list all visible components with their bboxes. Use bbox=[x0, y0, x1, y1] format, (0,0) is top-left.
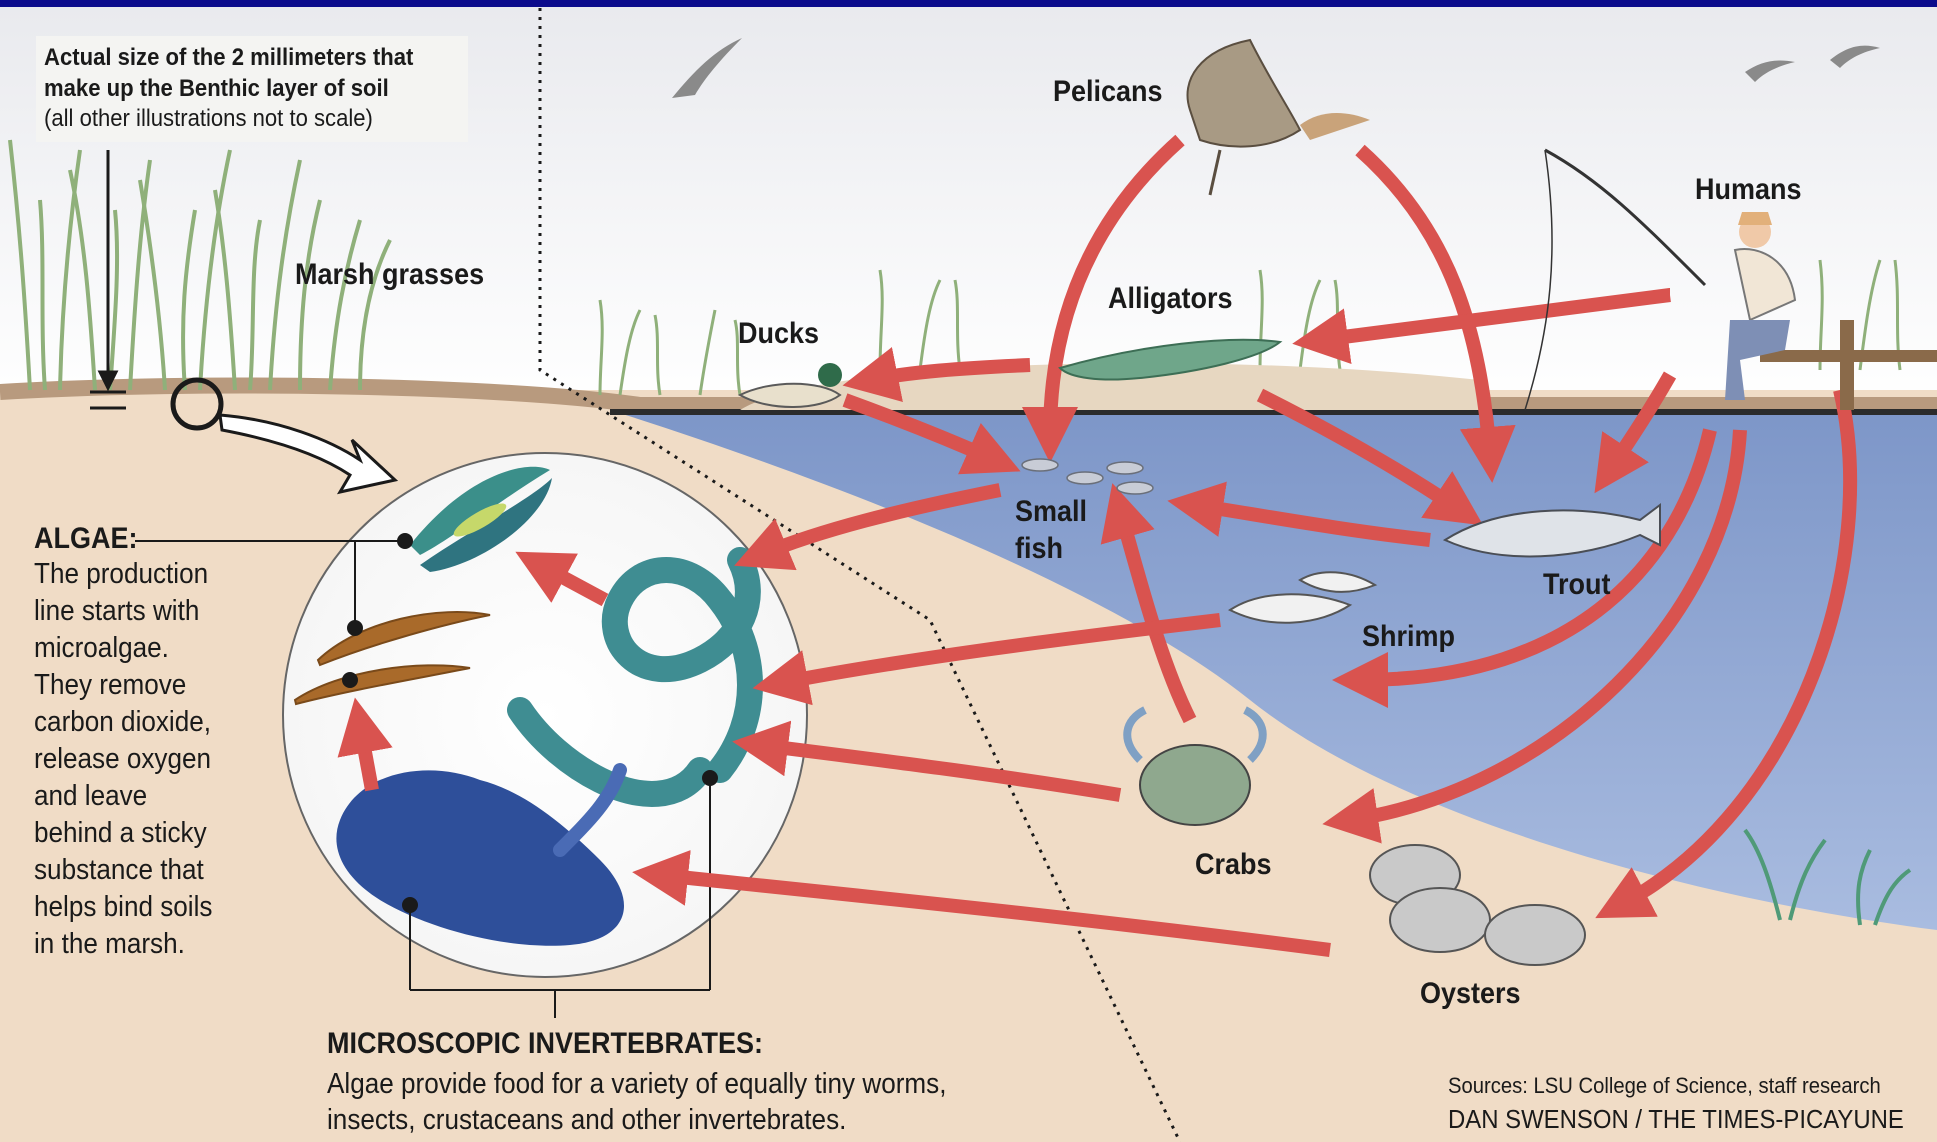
algae-line: behind a sticky bbox=[34, 815, 207, 852]
scale-note-title-line1: Actual size of the 2 millimeters that bbox=[44, 42, 427, 73]
invertebrates-line2: insects, crustaceans and other invertebr… bbox=[327, 1102, 846, 1139]
sources-note: Sources: LSU College of Science, staff r… bbox=[1448, 1073, 1881, 1099]
top-bar bbox=[0, 0, 1937, 7]
algae-line: They remove bbox=[34, 667, 186, 704]
invertebrates-heading: MICROSCOPIC INVERTEBRATES: bbox=[327, 1027, 763, 1061]
label-marsh-grasses: Marsh grasses bbox=[295, 258, 484, 292]
algae-line: and leave bbox=[34, 778, 147, 815]
algae-line: in the marsh. bbox=[34, 926, 185, 963]
label-trout: Trout bbox=[1543, 568, 1611, 602]
algae-line: The production bbox=[34, 556, 208, 593]
scale-note-box: Actual size of the 2 millimeters that ma… bbox=[36, 36, 468, 142]
credit-line: DAN SWENSON / THE TIMES-PICAYUNE bbox=[1448, 1104, 1904, 1135]
label-shrimp: Shrimp bbox=[1362, 620, 1455, 654]
label-alligators: Alligators bbox=[1108, 282, 1233, 316]
label-small-fish-2: fish bbox=[1015, 532, 1063, 566]
algae-line: release oxygen bbox=[34, 741, 211, 778]
label-pelicans: Pelicans bbox=[1053, 75, 1163, 109]
algae-heading: ALGAE: bbox=[34, 522, 138, 556]
label-crabs: Crabs bbox=[1195, 848, 1272, 882]
algae-line: helps bind soils bbox=[34, 889, 212, 926]
label-ducks: Ducks bbox=[738, 317, 819, 351]
algae-line: line starts with bbox=[34, 593, 199, 630]
label-small-fish-1: Small bbox=[1015, 495, 1087, 529]
algae-line: microalgae. bbox=[34, 630, 169, 667]
label-humans: Humans bbox=[1695, 173, 1802, 207]
scale-note-title-line2: make up the Benthic layer of soil bbox=[44, 73, 427, 104]
scale-note-subtitle: (all other illustrations not to scale) bbox=[44, 104, 427, 134]
algae-line: substance that bbox=[34, 852, 204, 889]
label-oysters: Oysters bbox=[1420, 977, 1521, 1011]
invertebrates-line1: Algae provide food for a variety of equa… bbox=[327, 1066, 946, 1103]
algae-line: carbon dioxide, bbox=[34, 704, 211, 741]
